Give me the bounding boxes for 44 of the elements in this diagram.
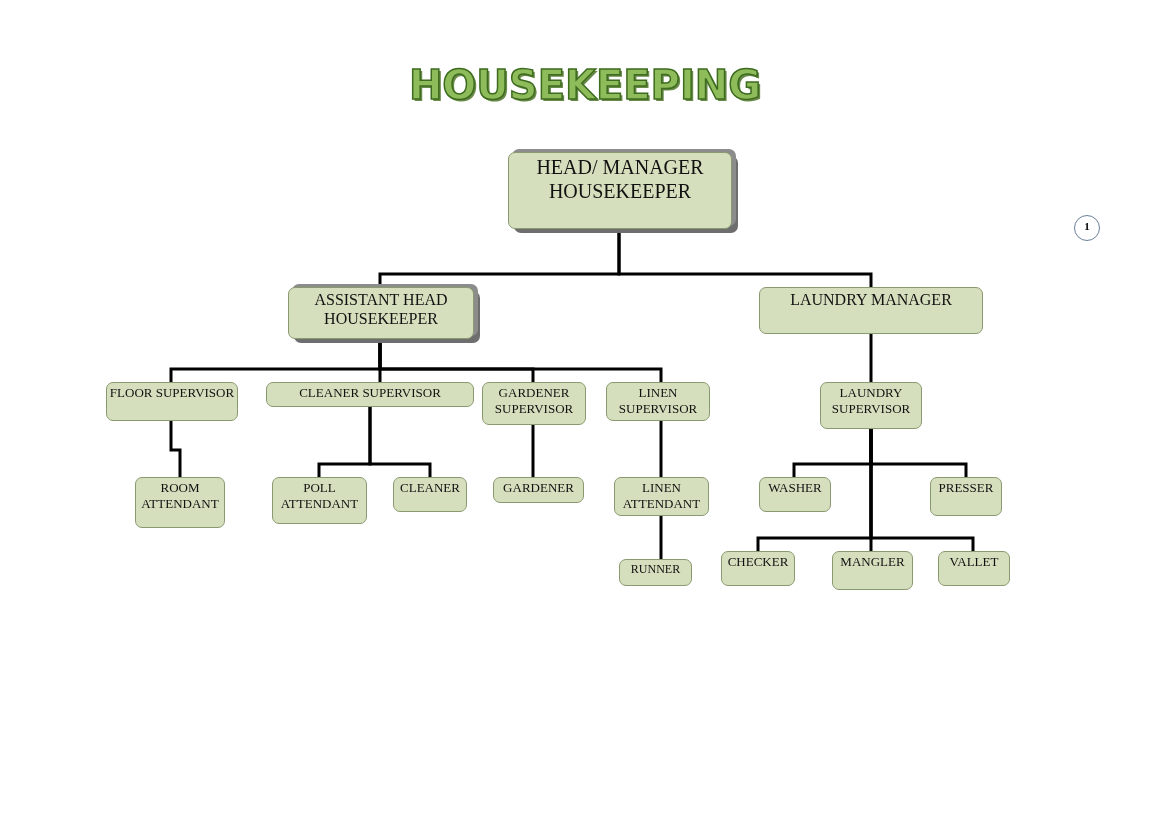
position-box (272, 477, 367, 524)
position-box (482, 382, 586, 425)
position-box (820, 382, 922, 429)
position-label: CHECKER (727, 554, 789, 570)
position-label: VALLET (949, 554, 999, 570)
position-label: MANGLER (840, 554, 905, 570)
position-box (493, 477, 584, 503)
position-box (106, 382, 238, 421)
position-label: FLOOR SUPERVISOR (109, 385, 235, 401)
position-label: GARDENER (503, 480, 574, 496)
position-label: GARDENER SUPERVISOR (493, 385, 575, 417)
position-box (606, 382, 710, 421)
position-label: POLL ATTENDANT (279, 480, 360, 512)
position-box (930, 477, 1002, 516)
position-label: LINEN ATTENDANT (621, 480, 702, 512)
connector-line (869, 429, 975, 551)
connector-line (531, 425, 535, 477)
position-box (721, 551, 795, 586)
position-box (759, 477, 831, 512)
position-label: LAUNDRY MANAGER (790, 290, 952, 310)
position-label: ROOM ATTENDANT (140, 480, 220, 512)
position-label: ASSISTANT HEAD HOUSEKEEPER (313, 290, 449, 329)
connector-line (659, 421, 663, 477)
position-label: HEAD/ MANAGER HOUSEKEEPER (535, 155, 705, 203)
position-label: RUNNER (630, 562, 681, 577)
position-box (135, 477, 225, 528)
position-label: PRESSER (938, 480, 994, 496)
position-box (619, 559, 692, 586)
position-box (832, 551, 913, 590)
position-label: CLEANER SUPERVISOR (299, 385, 441, 401)
position-box (759, 287, 983, 334)
position-label: CLEANER (400, 480, 460, 496)
connector-line (659, 516, 663, 559)
position-label: LINEN SUPERVISOR (617, 385, 699, 417)
position-box (614, 477, 709, 516)
connector-line (368, 407, 432, 477)
position-label: WASHER (768, 480, 822, 496)
position-box (266, 382, 474, 407)
connector-line (169, 421, 182, 477)
position-label: LAUNDRY SUPERVISOR (830, 385, 912, 417)
chart-title: HOUSEKEEPING (407, 62, 763, 108)
position-box (938, 551, 1010, 586)
connector-line (869, 334, 873, 382)
position-box (393, 477, 467, 512)
